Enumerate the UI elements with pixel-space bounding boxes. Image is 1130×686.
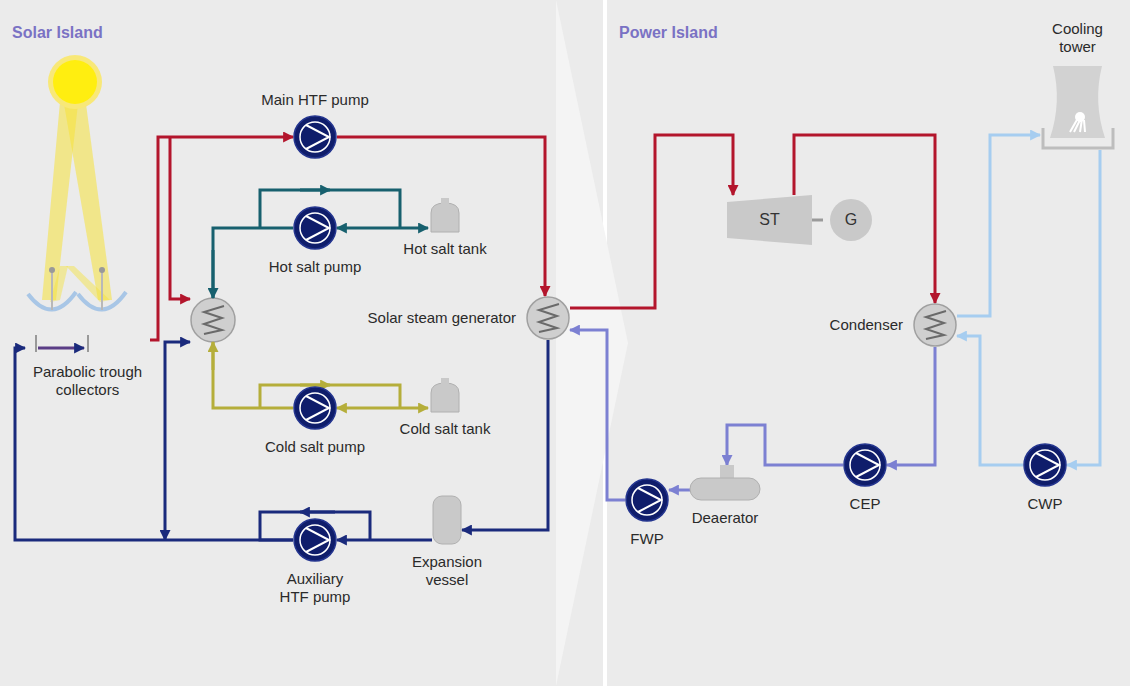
component-label: Cold salt tank <box>400 420 491 438</box>
collector-field: Parabolic trough collectors <box>25 295 150 355</box>
cold-salt-arrow <box>300 384 330 387</box>
panel-heading: Power Island <box>619 24 718 42</box>
panel-heading: Solar Island <box>12 24 103 42</box>
flow-line <box>150 137 293 340</box>
heat-exchanger: Condenser <box>913 303 957 347</box>
symbol-text: G <box>823 211 879 229</box>
generator: G <box>823 198 879 242</box>
steam-turbine: ST <box>727 195 812 245</box>
flow-line <box>337 137 545 296</box>
flow-line <box>1067 150 1100 465</box>
component-label: FWP <box>630 530 663 548</box>
hot-salt-arrow <box>212 250 215 298</box>
expansion-vessel: Expansion vessel <box>432 495 462 545</box>
pump-symbol <box>1023 443 1067 487</box>
component-label: Hot salt pump <box>269 258 362 276</box>
flow-line <box>337 539 432 542</box>
cold-salt-line <box>213 342 293 408</box>
heat-exchanger-symbol <box>526 296 570 340</box>
heat-exchanger: Solar steam generator <box>526 296 570 340</box>
symbol-text: ST <box>727 211 812 229</box>
flow-chevron <box>556 0 628 686</box>
htf-branch-line <box>170 137 190 299</box>
flow-line <box>337 407 428 410</box>
deaerator-symbol <box>690 465 760 501</box>
salt-heat-exchanger <box>191 298 235 342</box>
island-panel: Power IslandST G Cooling towerCondenserFWP… <box>607 0 1130 686</box>
component-label: Deaerator <box>692 509 759 527</box>
component-label: Expansion vessel <box>407 553 487 589</box>
pump: Hot salt pump <box>293 206 337 250</box>
power-panel-ground <box>607 0 1130 686</box>
flow-line <box>15 348 293 540</box>
pump: CEP <box>843 443 887 487</box>
island-panel: Solar IslandParabolic trough collectors M… <box>0 0 603 686</box>
component-label: Cold salt pump <box>265 438 365 456</box>
tank-symbol <box>428 198 462 232</box>
component-label: CEP <box>850 495 881 513</box>
pump-symbol <box>293 206 337 250</box>
component-label: Main HTF pump <box>261 91 369 109</box>
tank-symbol <box>428 378 462 412</box>
flow-line <box>957 135 1040 316</box>
flow-line <box>727 425 843 465</box>
salt-tank: Hot salt tank <box>428 198 462 232</box>
solar-panel-ground <box>0 0 603 686</box>
flow-line <box>669 489 690 492</box>
pump: Main HTF pump <box>293 115 337 159</box>
aux-bypass-arrow <box>300 511 335 514</box>
flow-line <box>957 336 1023 465</box>
vessel-symbol <box>432 495 462 545</box>
pump: CWP <box>1023 443 1067 487</box>
cooling-tower-symbol <box>1040 62 1115 150</box>
component-label: Hot salt tank <box>403 240 486 258</box>
pump-symbol <box>293 115 337 159</box>
component-label: Condenser <box>830 316 903 334</box>
pump-symbol <box>625 478 669 522</box>
heat-exchanger-symbol <box>913 303 957 347</box>
pump-symbol <box>293 386 337 430</box>
flow-line <box>794 135 935 303</box>
component-label: CWP <box>1028 495 1063 513</box>
cooling-tower: Cooling tower <box>1040 62 1115 150</box>
flow-line <box>570 330 625 500</box>
flow-line <box>337 227 428 230</box>
flow-line <box>887 347 935 465</box>
hot-salt-arrow <box>300 189 330 192</box>
pump-symbol <box>843 443 887 487</box>
pump-symbol <box>293 518 337 562</box>
deaerator: Deaerator <box>690 465 760 501</box>
cold-salt-arrow <box>212 342 215 370</box>
component-label: Cooling tower <box>1043 20 1113 56</box>
flow-line <box>570 135 733 308</box>
pump: Auxiliary HTF pump <box>293 518 337 562</box>
component-label: Parabolic trough collectors <box>20 363 155 399</box>
flow-line <box>812 219 823 222</box>
sun-and-collectors <box>28 55 126 352</box>
component-label: Auxiliary HTF pump <box>277 570 353 606</box>
pump: FWP <box>625 478 669 522</box>
component-label: Solar steam generator <box>368 309 516 327</box>
pump: Cold salt pump <box>293 386 337 430</box>
htf-return-branch <box>165 342 190 540</box>
salt-tank: Cold salt tank <box>428 378 462 412</box>
